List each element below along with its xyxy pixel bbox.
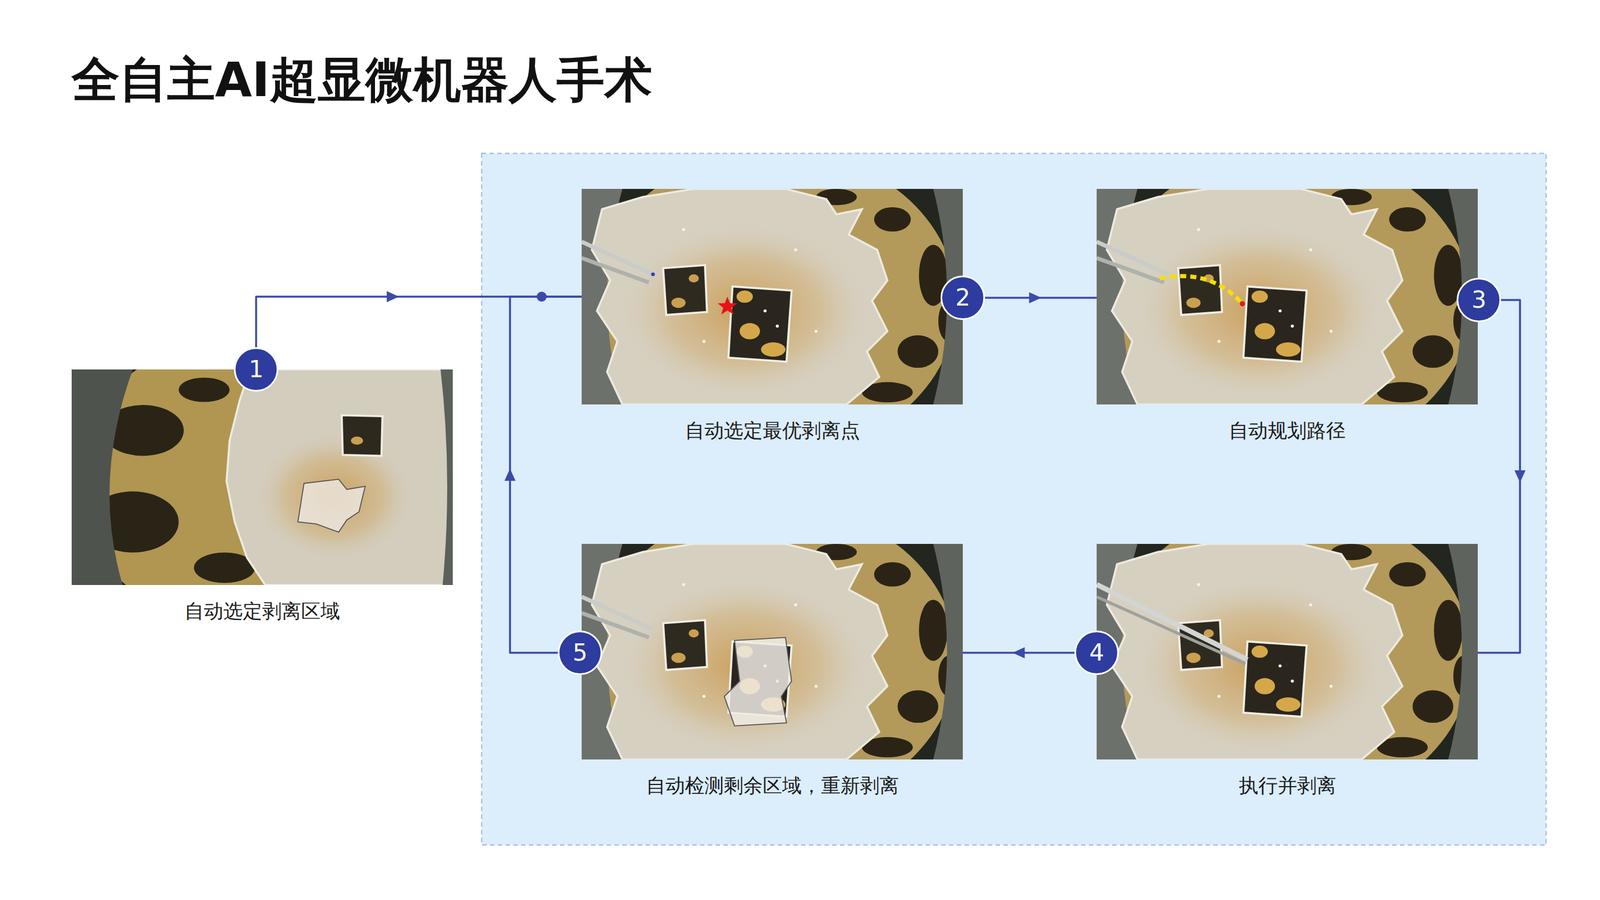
flow-connector [256,291,582,348]
flow-connector [1477,300,1526,653]
step-card: 1自动选定剥离区域 [71,369,453,654]
photo-base [581,150,963,455]
step-caption: 自动规划路径 [1096,417,1478,444]
forceps [1096,584,1248,664]
connector-line [510,296,582,653]
star-marker [717,296,738,315]
flow-connector [504,291,582,653]
connector-line [256,296,582,348]
planned-path [1160,276,1243,304]
step-caption: 执行并剥离 [1096,772,1478,799]
callout-number: 3 [1471,288,1487,312]
micro-photo [71,328,480,634]
region-highlight [724,637,792,726]
arrow-head [386,291,399,303]
photo-base [1096,505,1478,810]
arrow-head [1028,292,1042,304]
flow-connector [985,292,1097,304]
step-number-circle: 4 [1074,630,1119,675]
step-number-circle: 5 [557,630,603,675]
arrow-head [1012,647,1025,659]
photo-base [581,505,963,810]
arrow-head [504,468,516,482]
flow-connector [962,647,1075,659]
connector-line [1477,300,1520,653]
title: 全自主AI超显微机器人手术 [71,47,653,113]
step-number-circle: 2 [940,275,985,320]
forceps [581,241,655,283]
step-card: 4执行并剥离 [1096,543,1478,829]
forceps [1096,241,1168,283]
step-number-circle: 3 [1456,277,1502,323]
forceps [581,596,653,638]
junction-dot [536,291,547,302]
micro-photo [1096,505,1478,810]
micro-photo [581,150,963,455]
step-caption: 自动检测剩余区域，重新剥离 [581,772,963,799]
callout-number: 5 [572,641,588,665]
arrow-head [1514,470,1526,483]
path-end-dot [1240,301,1245,307]
step-card: 5自动检测剩余区域，重新剥离 [581,543,963,829]
callout-number: 4 [1089,641,1105,665]
region-highlight [297,479,365,533]
micro-photo [1096,150,1478,455]
photo-base [1096,150,1478,455]
photo-base [71,328,480,634]
step-card: 3自动规划路径 [1096,188,1478,474]
step-number-circle: 1 [233,347,279,392]
step-card: 2自动选定最优剥离点 [581,188,963,474]
micro-photo [581,505,963,810]
step-caption: 自动选定剥离区域 [71,598,453,624]
callout-number: 1 [248,357,264,382]
step-caption: 自动选定最优剥离点 [581,417,963,444]
callout-number: 2 [955,286,971,310]
